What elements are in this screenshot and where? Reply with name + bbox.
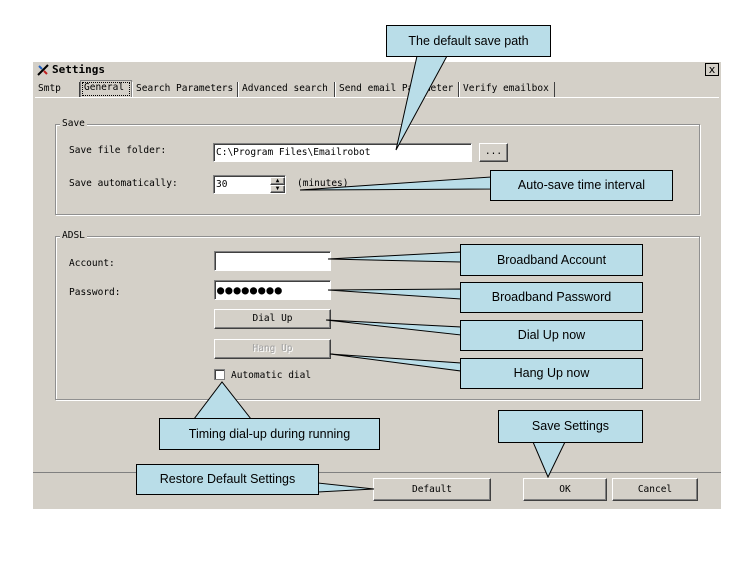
pointer-timing-dial [192, 381, 253, 420]
callout-restore-default: Restore Default Settings [136, 464, 319, 495]
general-tab-panel [35, 97, 719, 471]
tab-verify-emailbox[interactable]: Verify emailbox [459, 82, 555, 97]
hang-up-button[interactable]: Hang Up [214, 339, 331, 359]
tab-search-parameters[interactable]: Search Parameters [132, 82, 238, 97]
minutes-unit-label: (minutes) [297, 178, 349, 189]
password-input[interactable]: ●●●●●●●● [214, 280, 331, 300]
autosave-interval-value: 30 [216, 179, 228, 190]
cancel-button[interactable]: Cancel [612, 478, 698, 501]
tab-smtp[interactable]: Smtp [35, 82, 80, 97]
tab-general[interactable]: General [80, 80, 132, 98]
tab-label: Verify emailbox [463, 83, 549, 94]
pointer-broadband-account [327, 251, 462, 263]
save-group [55, 124, 700, 215]
callout-hang-up-now: Hang Up now [460, 358, 643, 389]
pointer-dial-up [325, 319, 462, 336]
spin-down-icon: ▼ [275, 185, 280, 192]
spin-up-button[interactable]: ▲ [270, 177, 285, 185]
save-automatically-label: Save automatically: [69, 178, 178, 189]
browse-folder-button[interactable]: ... [479, 143, 508, 162]
callout-dial-up-now: Dial Up now [460, 320, 643, 351]
spin-down-button[interactable]: ▼ [270, 185, 285, 193]
callout-default-save-path: The default save path [386, 25, 551, 57]
callout-auto-save-interval: Auto-save time interval [490, 170, 673, 201]
account-label: Account: [69, 258, 115, 269]
callout-timing-dial-up: Timing dial-up during running [159, 418, 380, 450]
account-input[interactable] [214, 251, 331, 271]
tab-label: Advanced search [242, 83, 328, 94]
dial-up-button[interactable]: Dial Up [214, 309, 331, 329]
pointer-hang-up [329, 353, 462, 372]
tab-label: Search Parameters [136, 83, 234, 94]
save-folder-label: Save file folder: [69, 145, 167, 156]
save-folder-input[interactable]: C:\Program Files\Emailrobot [213, 143, 472, 162]
pointer-save-settings [532, 441, 566, 479]
close-icon: x [708, 63, 716, 76]
pointer-restore-default [317, 482, 375, 493]
callout-broadband-password: Broadband Password [460, 282, 643, 313]
tab-advanced-search[interactable]: Advanced search [238, 82, 335, 97]
adsl-group [55, 236, 700, 400]
spin-up-icon: ▲ [275, 177, 280, 184]
save-group-legend: Save [60, 118, 87, 129]
ok-button[interactable]: OK [523, 478, 607, 501]
settings-app-icon [37, 64, 49, 76]
tab-send-email-parameter[interactable]: Send email Parameter [335, 82, 459, 97]
callout-save-settings: Save Settings [498, 410, 643, 443]
tab-label: Send email Parameter [339, 83, 454, 94]
tab-label: General [84, 82, 125, 93]
callout-broadband-account: Broadband Account [460, 244, 643, 276]
pointer-save-path [395, 55, 448, 151]
autosave-interval-spinner[interactable]: 30 [213, 175, 286, 194]
close-button[interactable]: x [705, 63, 719, 76]
automatic-dial-label: Automatic dial [231, 370, 312, 381]
pointer-broadband-password [327, 288, 462, 300]
checkbox-icon[interactable] [214, 369, 225, 380]
pointer-auto-save [299, 176, 492, 191]
password-label: Password: [69, 287, 121, 298]
tab-label: Smtp [38, 83, 61, 94]
window-title: Settings [52, 63, 105, 76]
adsl-group-legend: ADSL [60, 230, 87, 241]
title-bar[interactable] [33, 62, 721, 78]
